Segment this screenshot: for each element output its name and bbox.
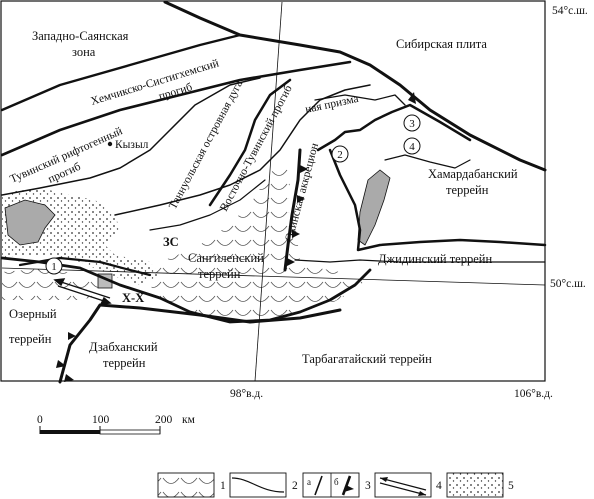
parallel-50 <box>1 267 546 286</box>
lat-50-label: 50°с.ш. <box>550 278 586 290</box>
legend-4-num: 4 <box>436 480 442 492</box>
legend-2-num: 2 <box>292 480 298 492</box>
legend-5-num: 5 <box>508 480 514 492</box>
boundary-tuva <box>1 77 261 196</box>
scale-100: 100 <box>92 414 110 426</box>
kyzyl-dot <box>107 141 113 147</box>
circle-1-label: 1 <box>51 261 57 273</box>
legend-1-num: 1 <box>220 480 226 492</box>
legend: 1 2 а б 3 4 5 <box>157 472 514 498</box>
label-dzabkhan-1: Дзабханский <box>89 340 158 354</box>
label-xx: Х-Х <box>122 291 144 305</box>
boundary-hamar <box>328 148 547 252</box>
label-khamar-1: Хамардабанский <box>428 167 518 181</box>
legend-boundary-swatch <box>229 472 287 498</box>
legend-3-num: 3 <box>365 480 371 492</box>
label-kyzyl: Кызыл <box>115 139 149 151</box>
label-zap-sayan-1: Западно-Саянская <box>32 29 129 43</box>
label-khamar-2: террейн <box>446 183 489 197</box>
strike-slip-arrow <box>53 278 112 305</box>
lat-54-label: 54°с.ш. <box>552 5 588 17</box>
legend-dots-swatch <box>446 472 504 498</box>
ozerny-pattern <box>2 268 115 300</box>
boundary-okinsk-w <box>283 148 302 272</box>
thrust-teeth <box>56 92 416 382</box>
grey-massif-west <box>4 199 56 246</box>
circle-2: 2 <box>331 145 349 163</box>
circle-1: 1 <box>45 257 63 275</box>
label-zs: ЗС <box>163 235 179 249</box>
legend-3a: а <box>307 477 311 487</box>
circle-2-label: 2 <box>337 149 343 161</box>
scale-200: 200 <box>155 414 173 426</box>
legend-3b: б <box>334 477 339 487</box>
boundary-hemchik <box>0 60 352 157</box>
boundary-sangilen-top <box>149 179 266 231</box>
boundary-zap-sayan <box>0 33 242 112</box>
circle-3: 3 <box>403 114 421 132</box>
boundary-vost-tuva <box>208 78 292 207</box>
boundary-sib-plate <box>163 0 547 172</box>
scale-0: 0 <box>37 414 43 426</box>
meridian-98 <box>254 1 283 382</box>
circle-4-label: 4 <box>409 141 415 153</box>
boundary-inner-hamar <box>384 154 471 169</box>
label-ozerny-2: террейн <box>9 332 52 346</box>
boundary-lake-shore <box>18 256 152 277</box>
boundary-dzabkhan <box>58 303 342 384</box>
label-ozerny-1: Озерный <box>9 307 57 321</box>
scale-unit: км <box>182 414 196 426</box>
boundary-dzhida <box>294 259 546 263</box>
label-tarbagatai: Тарбагатайский террейн <box>302 352 432 366</box>
label-dzhida: Джидинский террейн <box>378 252 492 266</box>
boundary-okinsk-e <box>316 103 472 152</box>
sangilen-pattern <box>150 160 368 322</box>
label-sangilen-2: террейн <box>198 267 241 281</box>
legend-arcs-swatch <box>157 472 215 498</box>
label-dzabkhan-2: террейн <box>103 356 146 370</box>
lon-106-label: 106°в.д. <box>514 388 553 400</box>
circle-4: 4 <box>403 137 421 155</box>
scale-bar: 0 100 200 км <box>37 414 196 435</box>
label-zap-sayan-2: зона <box>72 45 96 59</box>
lon-98-label: 98°в.д. <box>230 388 263 400</box>
circle-3-label: 3 <box>409 118 415 130</box>
boundary-prizma <box>314 94 406 106</box>
boundary-tannu <box>114 84 371 216</box>
label-sangilen-1: Сангиленский <box>188 251 264 265</box>
label-sib-plita: Сибирская плита <box>396 37 487 51</box>
